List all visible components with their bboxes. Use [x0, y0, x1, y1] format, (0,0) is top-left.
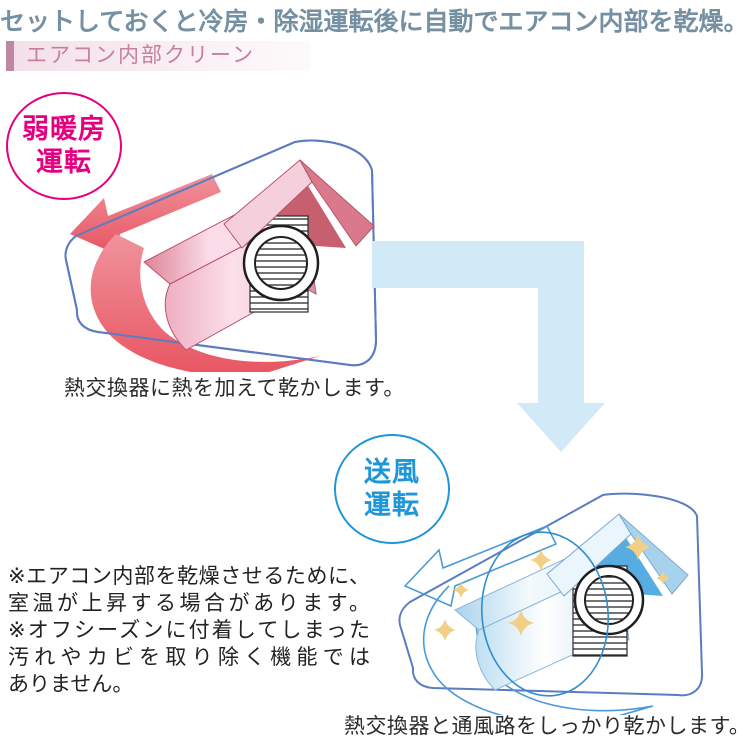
- step1-badge-line2: 運転: [36, 147, 92, 177]
- heat-swoosh-icon: [70, 174, 320, 372]
- sparkle-icons: [434, 534, 670, 641]
- fan-ring-icon: [242, 224, 320, 302]
- step2-badge-line1: 送風: [364, 457, 420, 487]
- step2-caption: 熱交換器と通風路をしっかり乾かします。: [344, 715, 750, 738]
- section-header: エアコン内部クリーン: [6, 41, 310, 71]
- fan-ring-icon: [573, 564, 645, 636]
- note-line: ありません。: [8, 673, 134, 696]
- flow-arrow-icon: [372, 241, 605, 452]
- step1-badge-weak-heating: 弱暖房 運転: [6, 92, 122, 200]
- notes-text: ※エアコン内部を乾燥させるために、 室温が上昇する場合があります。 ※オフシーズ…: [8, 563, 370, 698]
- heat-exchanger-roof: [546, 513, 689, 597]
- section-title: エアコン内部クリーン: [26, 44, 255, 67]
- note-line: 室温が上昇する場合があります。: [8, 592, 370, 615]
- note-line: ※オフシーズンに付着してしまった: [8, 619, 370, 642]
- rotation-ring-icon: [480, 531, 610, 697]
- heat-exchanger-roof: [223, 159, 375, 249]
- step2-badge-line2: 運転: [364, 490, 420, 520]
- note-line: 汚れやカビを取り除く機能では: [8, 646, 370, 669]
- note-line: ※エアコン内部を乾燥させるために、: [8, 565, 370, 588]
- aircon-body-outline-over: [64, 139, 378, 367]
- section-header-accent-bar: [6, 41, 14, 71]
- intro-text: セットしておくと冷房・除湿運転後に自動でエアコン内部を乾燥。: [0, 8, 749, 36]
- heating-unit-illustration: [64, 139, 378, 372]
- fan-drying-unit-illustration: [398, 492, 704, 715]
- step1-badge-line1: 弱暖房: [22, 114, 106, 144]
- step1-caption: 熱交換器に熱を加えて乾かします。: [64, 377, 405, 400]
- step2-badge-fan-operation: 送風 運転: [334, 434, 450, 544]
